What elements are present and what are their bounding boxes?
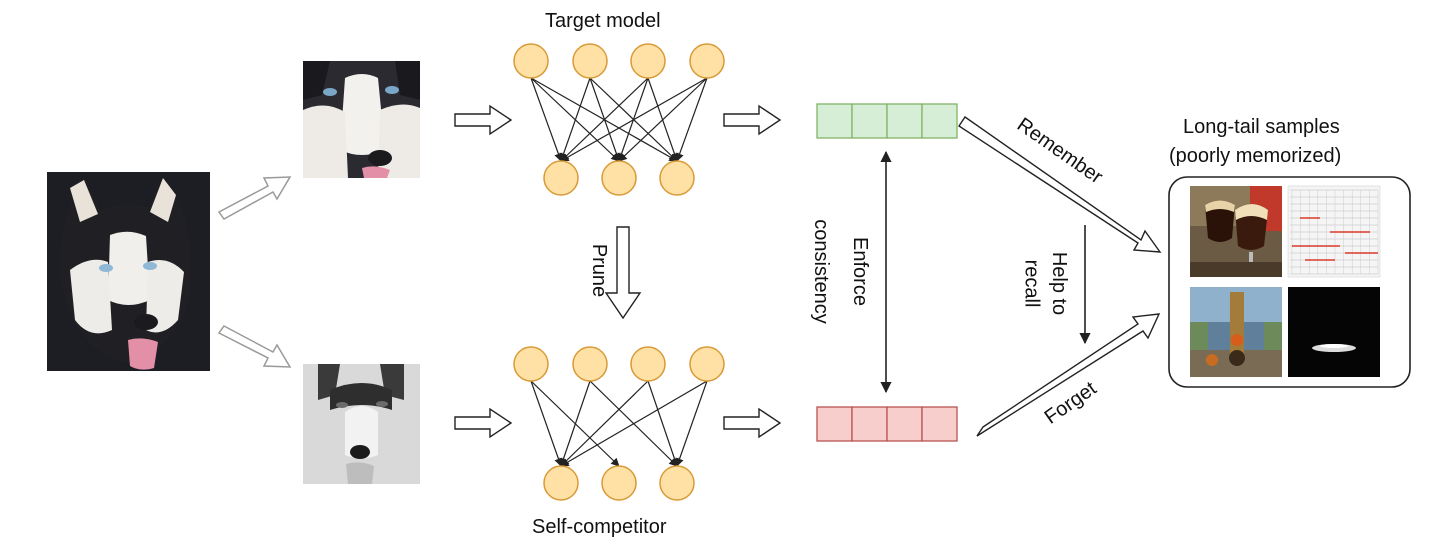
- prune-label: Prune: [588, 243, 611, 298]
- gray-arrow-up: [217, 176, 292, 220]
- recall-label: recall: [1020, 259, 1043, 308]
- sample-beer-image: [1190, 186, 1282, 277]
- sample-grid-image: [1287, 185, 1381, 278]
- target-vector-cell: [886, 103, 923, 139]
- target-input-node: [630, 43, 666, 79]
- target-vector-cell: [921, 103, 958, 139]
- longtail-title: Long-tail samples: [1183, 116, 1340, 138]
- arrow-crop-to-target: [454, 104, 513, 136]
- competitor-output-node: [659, 465, 695, 501]
- target-output-vector: [816, 103, 958, 139]
- competitor-edge: [560, 380, 708, 467]
- target-edge: [675, 77, 708, 162]
- dog-crop-top: [303, 61, 420, 178]
- competitor-edge: [559, 380, 591, 467]
- arrow-target-to-output: [723, 104, 782, 136]
- competitor-network: [513, 346, 725, 501]
- competitor-input-node: [572, 346, 608, 382]
- competitor-edge: [647, 380, 679, 467]
- target-vector-cell: [851, 103, 888, 139]
- competitor-input-node: [630, 346, 666, 382]
- competitor-vector-cell: [886, 406, 923, 442]
- target-output-node: [601, 160, 637, 196]
- target-output-node: [659, 160, 695, 196]
- arrow-competitor-to-output: [723, 407, 782, 439]
- target-edge: [618, 77, 708, 162]
- target-edge: [560, 77, 708, 162]
- dog-image: [47, 172, 210, 371]
- remember-arrow: [958, 116, 1162, 253]
- competitor-output-vector: [816, 406, 958, 442]
- target-input-node: [689, 43, 725, 79]
- dog-crop-bottom: [303, 364, 420, 484]
- competitor-output-node: [601, 465, 637, 501]
- competitor-edge: [530, 380, 563, 467]
- enforce-label: Enforce: [848, 237, 871, 306]
- competitor-edge: [560, 380, 649, 467]
- target-edge: [530, 77, 563, 162]
- gray-arrow-down: [217, 325, 292, 368]
- competitor-edge: [675, 380, 708, 467]
- longtail-subtitle: (poorly memorized): [1169, 145, 1342, 167]
- prune-arrow: [604, 226, 642, 320]
- target-edge: [560, 77, 649, 162]
- competitor-input-node: [689, 346, 725, 382]
- sample-spotlight-image: [1288, 287, 1380, 377]
- forget-arrow: [976, 313, 1161, 437]
- sample-game-image: [1190, 287, 1282, 377]
- help-to-label: Help to: [1048, 251, 1071, 316]
- target-edge: [559, 77, 591, 162]
- consistency-label: consistency: [809, 219, 832, 324]
- competitor-vector-cell: [851, 406, 888, 442]
- arrow-crop-to-competitor: [454, 407, 513, 439]
- target-vector-cell: [816, 103, 853, 139]
- target-output-node: [543, 160, 579, 196]
- competitor-vector-cell: [816, 406, 853, 442]
- target-input-node: [572, 43, 608, 79]
- target-input-node: [513, 43, 549, 79]
- competitor-input-node: [513, 346, 549, 382]
- target-network: [513, 43, 725, 196]
- competitor-output-node: [543, 465, 579, 501]
- target-model-label: Target model: [545, 10, 661, 32]
- competitor-vector-cell: [921, 406, 958, 442]
- self-competitor-label: Self-competitor: [532, 516, 667, 538]
